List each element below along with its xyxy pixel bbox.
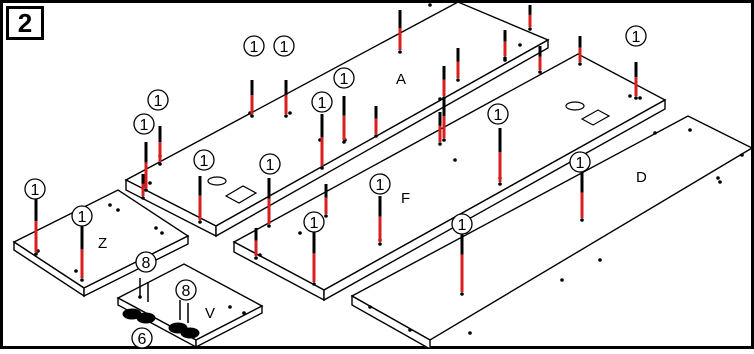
dowel [442, 66, 446, 100]
panel-a [124, 1, 550, 238]
callout-dowel: 1 [243, 35, 265, 57]
panel-label-f: F [401, 190, 410, 207]
dowel [578, 36, 582, 66]
dowel [498, 128, 502, 186]
callout-dowel: 1 [193, 149, 215, 171]
callout-number: 1 [154, 93, 163, 110]
dowel [34, 196, 38, 256]
dowel-group [34, 5, 638, 296]
callout-dowel: 1 [451, 213, 473, 235]
callout-number: 1 [340, 71, 349, 88]
callout-number: 6 [138, 331, 147, 348]
callout-dowel: 1 [259, 153, 281, 175]
callout-dowel: 1 [625, 25, 647, 47]
callout-number: 1 [310, 215, 319, 232]
callout-number: 1 [140, 117, 149, 134]
callout-dowel: 1 [333, 67, 355, 89]
dowel [634, 62, 638, 100]
dowel [378, 196, 382, 246]
callout-number: 1 [458, 217, 467, 234]
callout-number: 1 [78, 209, 87, 226]
callout-number: 1 [494, 107, 503, 124]
dowel [198, 176, 202, 224]
panel-label-a: A [396, 71, 406, 88]
dowel [80, 226, 84, 282]
callout-dowel: 1 [273, 35, 295, 57]
callout-dowel: 1 [71, 205, 93, 227]
dowel [442, 98, 446, 142]
cam-hardware [122, 278, 200, 339]
dowel [538, 46, 542, 74]
dowel [456, 48, 460, 82]
dowel [398, 10, 402, 54]
callout-number: 1 [632, 29, 641, 46]
dowel [284, 80, 288, 118]
dowel [438, 112, 442, 146]
callout-dowel: 1 [133, 113, 155, 135]
callout-dowel: 1 [369, 173, 391, 195]
dowel [460, 224, 464, 296]
dowel [580, 172, 584, 222]
dowel [503, 30, 507, 60]
dowel [144, 142, 148, 192]
callout-number: 1 [31, 182, 40, 199]
panel-label-z: Z [98, 235, 107, 252]
dowel [374, 106, 378, 138]
callout-number: 1 [576, 155, 585, 172]
callout-dowel: 1 [487, 103, 509, 125]
dowel [141, 174, 145, 200]
callout-number: 8 [142, 255, 151, 272]
callout-dowel: 1 [569, 151, 591, 173]
callout-number: 1 [266, 157, 275, 174]
step-number-badge: 2 [6, 6, 44, 40]
panel-label-d: D [636, 169, 647, 186]
callout-dowel: 1 [147, 89, 169, 111]
dowel [342, 96, 346, 144]
dowel [312, 230, 316, 286]
callout-cam-lock: 6 [131, 327, 153, 349]
callout-number: 1 [280, 39, 289, 56]
callout-cam-bolt: 8 [175, 279, 197, 301]
panel-label-v: V [205, 305, 215, 322]
panel-z [12, 189, 190, 298]
callout-number: 1 [250, 39, 259, 56]
callout-number: 1 [376, 177, 385, 194]
callout-cam-bolt: 8 [135, 251, 157, 273]
dowel [158, 126, 162, 166]
dowel [250, 80, 254, 118]
callout-number: 1 [318, 95, 327, 112]
dowel [324, 184, 328, 218]
dowel [528, 5, 532, 31]
dowel [320, 114, 324, 170]
callout-number: 8 [182, 283, 191, 300]
callout-dowel: 1 [24, 178, 46, 200]
dowel [267, 178, 271, 228]
dowel [254, 228, 258, 260]
callout-dowel: 1 [311, 91, 333, 113]
callout-number: 1 [200, 153, 209, 170]
step-number: 2 [17, 7, 33, 38]
callout-dowel: 1 [303, 211, 325, 233]
